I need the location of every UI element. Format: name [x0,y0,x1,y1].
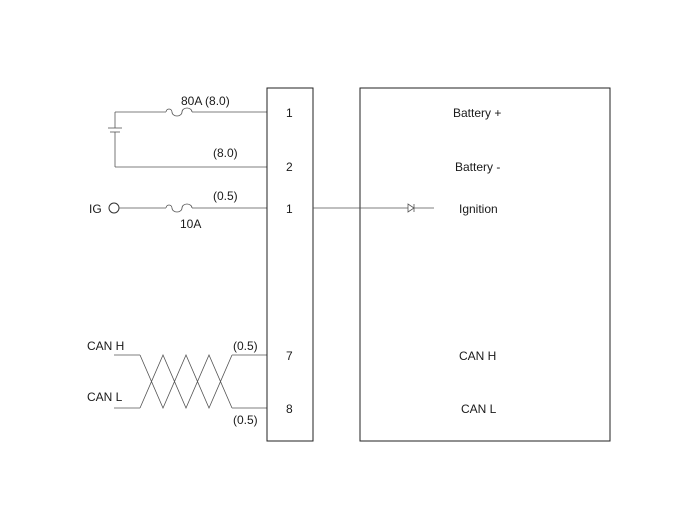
pin-battery-plus: 1 [286,106,293,120]
pin-can-l: 8 [286,402,293,416]
can-l-source-label: CAN L [87,390,123,404]
fuse-10a-label: 10A [180,217,201,231]
connector-box [266,87,314,442]
module-box [359,87,611,442]
module-ignition-label: Ignition [459,202,498,216]
fuse-10a-symbol [165,203,193,213]
can-l-gauge-label: (0.5) [233,413,258,427]
ig-label: IG [89,202,102,216]
ig-terminal-icon [108,202,120,214]
module-can-l-label: CAN L [461,402,497,416]
pin-can-h: 7 [286,349,293,363]
module-can-h-label: CAN H [459,349,496,363]
ignition-diode-icon [407,203,415,213]
can-twist-strand-a [139,353,233,410]
module-battery-minus-label: Battery - [455,160,500,174]
can-h-gauge-label: (0.5) [233,339,258,353]
fuse-80a-label: 80A (8.0) [181,94,230,108]
can-h-source-label: CAN H [87,339,124,353]
fuse-80a-symbol [165,107,193,117]
module-battery-plus-label: Battery + [453,106,501,120]
pin-ignition: 1 [286,202,293,216]
pin-battery-minus: 2 [286,160,293,174]
can-twist-strand-b [139,353,233,410]
battery-minus-gauge-label: (8.0) [213,146,238,160]
ig-gauge-label: (0.5) [213,189,238,203]
